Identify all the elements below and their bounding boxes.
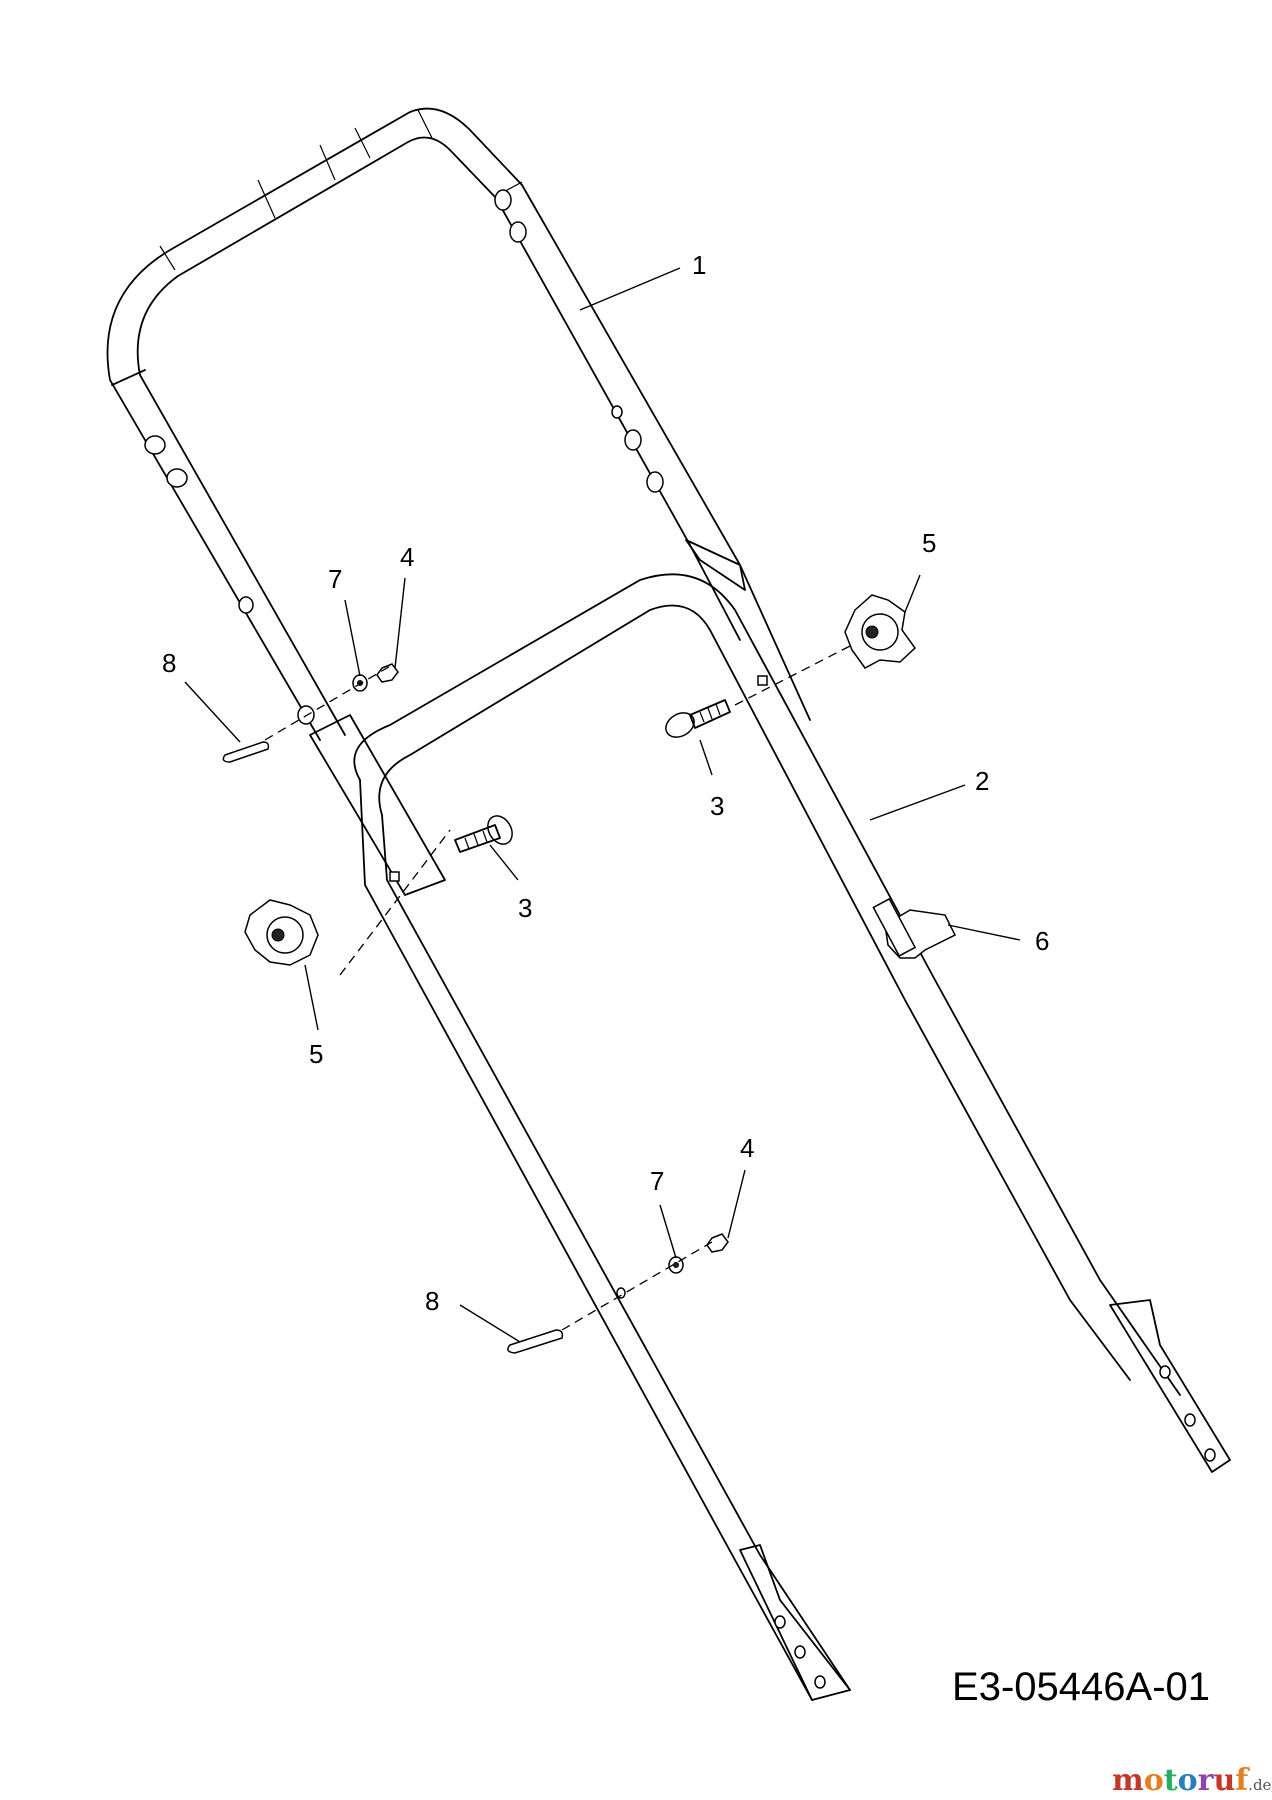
callout-1: 1 bbox=[692, 250, 706, 280]
svg-text:motoruf.de: motoruf.de bbox=[1112, 1763, 1272, 1798]
lower-handle bbox=[353, 573, 1231, 1701]
wm-letter: r bbox=[1198, 1763, 1215, 1798]
assembly-lines bbox=[264, 644, 853, 1331]
carriage-bolt-right bbox=[665, 699, 731, 738]
washer-nut-lower bbox=[668, 1233, 729, 1274]
wm-letter: m bbox=[1112, 1763, 1144, 1798]
wm-letter: t bbox=[1164, 1763, 1178, 1798]
wm-suffix: .de bbox=[1248, 1776, 1271, 1794]
callout-4-lower: 4 bbox=[740, 1133, 754, 1163]
clevis-pin-upper bbox=[222, 741, 270, 763]
callout-2: 2 bbox=[975, 766, 989, 796]
callout-7-lower: 7 bbox=[650, 1166, 664, 1196]
callout-8-lower: 8 bbox=[425, 1286, 439, 1316]
washer-nut-upper bbox=[352, 663, 399, 692]
callout-6: 6 bbox=[1035, 926, 1049, 956]
callout-5-right: 5 bbox=[922, 528, 936, 558]
cable-clip bbox=[872, 897, 957, 959]
callout-labels: 1 2 3 3 4 4 5 5 6 7 7 8 8 bbox=[162, 250, 1049, 1316]
wm-letter: u bbox=[1213, 1763, 1235, 1798]
carriage-bolt-left bbox=[454, 815, 513, 853]
wm-letter: o bbox=[1178, 1763, 1198, 1798]
wm-letter: o bbox=[1144, 1763, 1164, 1798]
callout-3-left: 3 bbox=[518, 893, 532, 923]
upper-handle bbox=[106, 107, 811, 896]
watermark-logo: motoruf.de bbox=[1112, 1763, 1272, 1798]
clevis-pin-lower bbox=[507, 1329, 564, 1354]
callout-4-upper: 4 bbox=[400, 542, 414, 572]
leader-lines bbox=[184, 267, 1021, 1343]
callout-5-left: 5 bbox=[309, 1039, 323, 1069]
star-knob-right bbox=[844, 594, 916, 669]
drawing-number: E3-05446A-01 bbox=[952, 1665, 1210, 1709]
callout-3-right: 3 bbox=[710, 791, 724, 821]
wm-letter: f bbox=[1235, 1763, 1250, 1798]
star-knob-left bbox=[244, 899, 319, 966]
callout-8-upper: 8 bbox=[162, 648, 176, 678]
callout-7-upper: 7 bbox=[328, 564, 342, 594]
